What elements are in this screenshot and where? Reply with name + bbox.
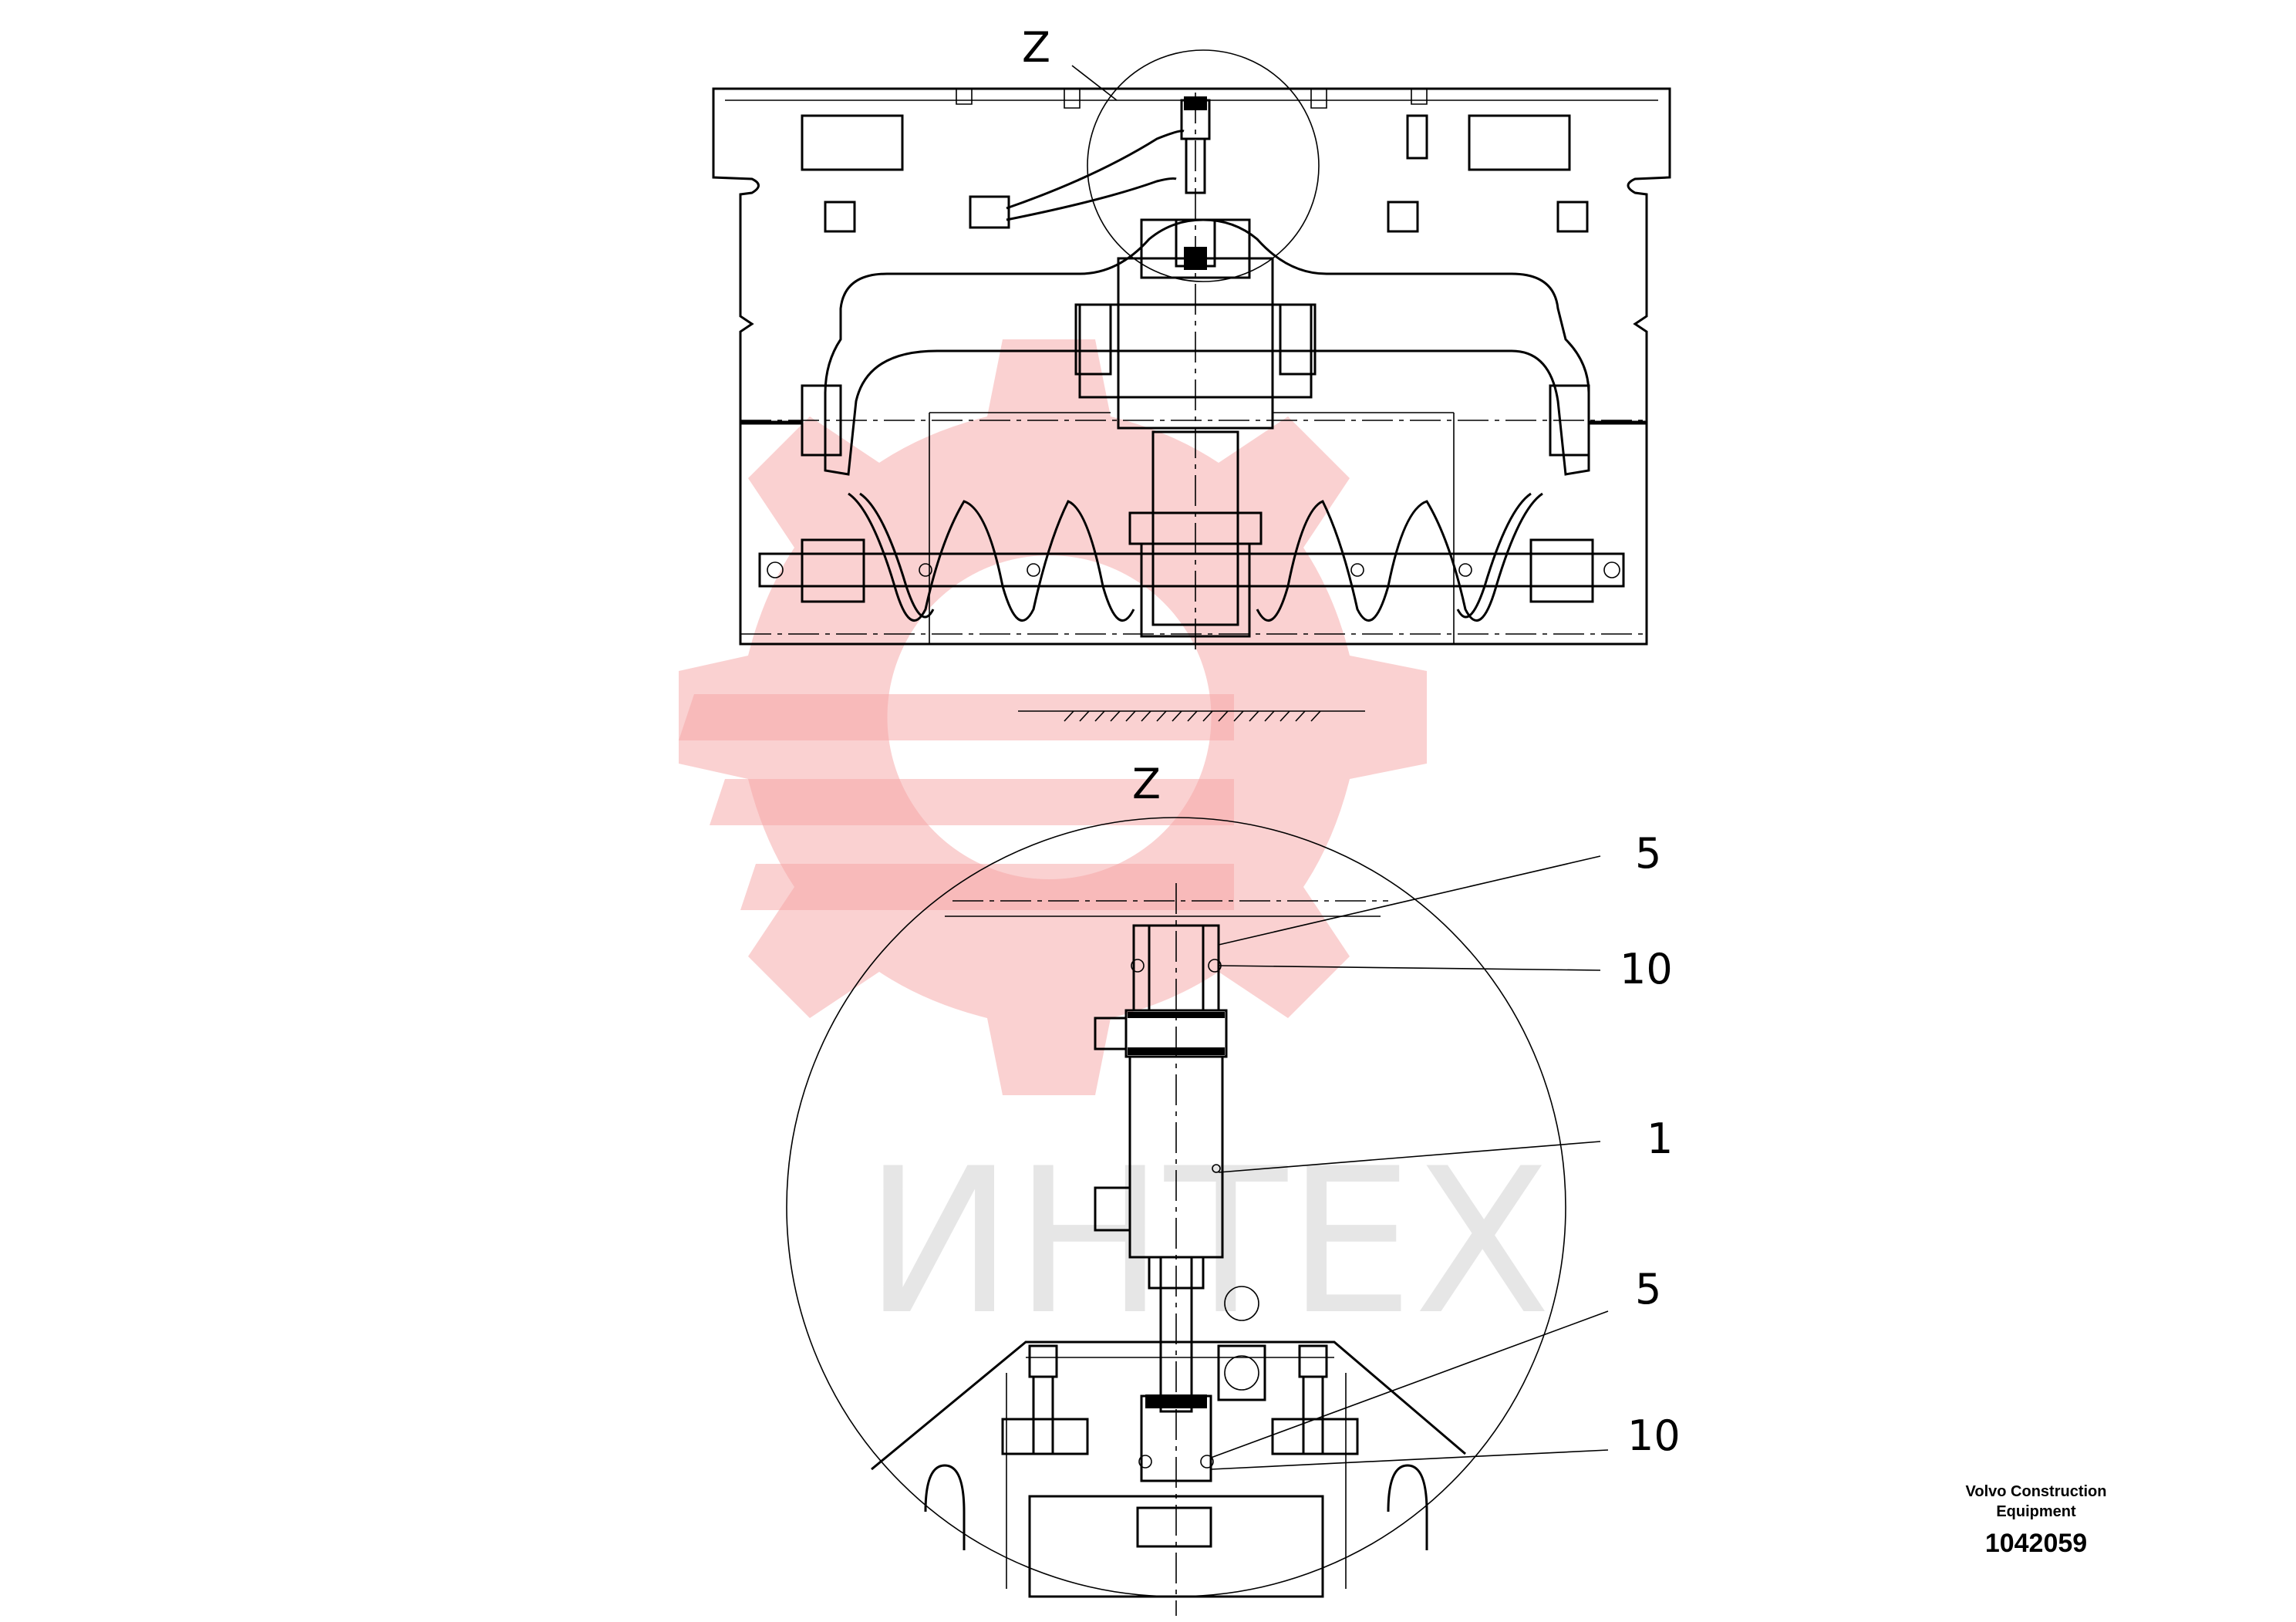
company-name-line2: Equipment [1996, 1503, 2076, 1520]
watermark-text: ИНТЕХ [864, 1126, 1551, 1359]
callout-5-upper: 5 [1635, 829, 1661, 878]
callout-1: 1 [1647, 1114, 1673, 1163]
ground-hatch [1018, 710, 1365, 722]
company-name-line1: Volvo Construction [1966, 1483, 2107, 1500]
view-label-top: Z [1022, 23, 1050, 72]
leader-lines [1210, 855, 1609, 1470]
assembly-main-view [712, 49, 1671, 722]
title-block: Volvo Construction Equipment 1042059 [1966, 1483, 2107, 1558]
detail-view-z [786, 817, 1566, 1616]
callout-5-lower: 5 [1635, 1265, 1661, 1313]
watermark-gear-icon [679, 339, 1427, 1095]
callout-10-upper: 10 [1620, 945, 1673, 993]
callout-10-lower: 10 [1627, 1411, 1681, 1460]
drawing-number: 1042059 [1985, 1529, 2087, 1558]
watermark: ИНТЕХ [679, 339, 1551, 1359]
view-label-detail: Z [1132, 760, 1161, 808]
